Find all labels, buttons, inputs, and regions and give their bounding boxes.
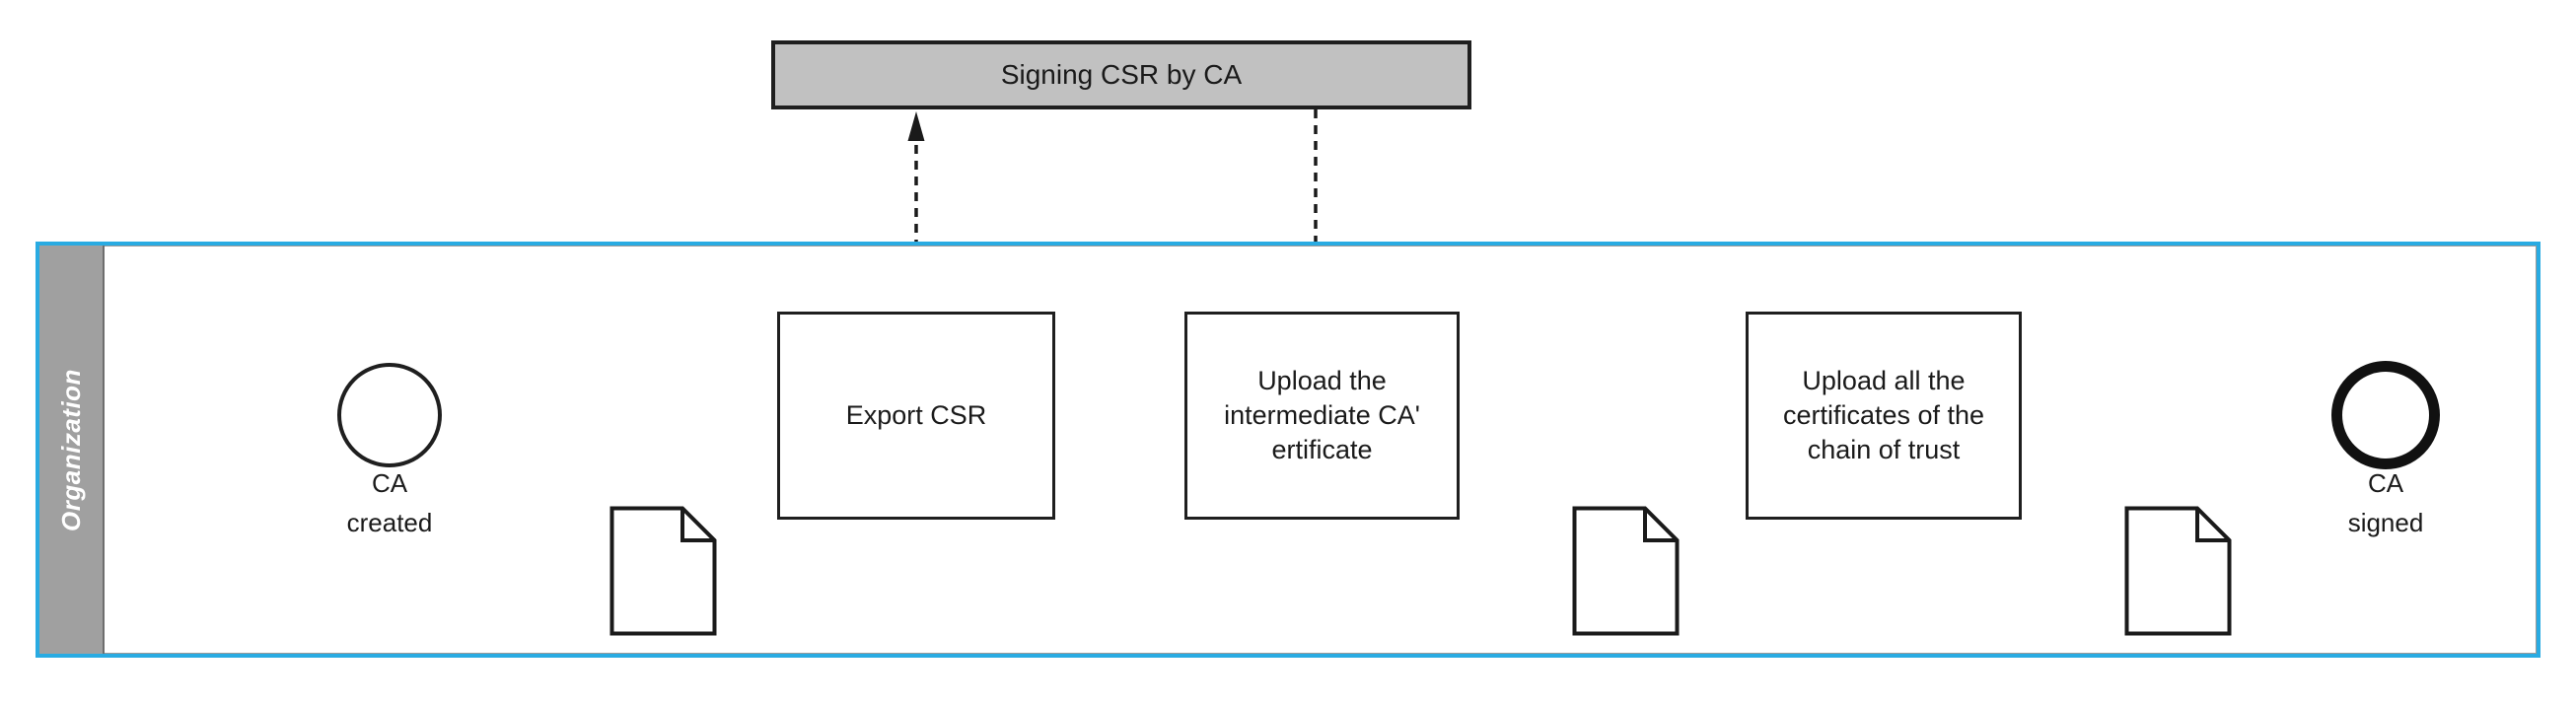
start-event-circle[interactable] — [337, 363, 442, 467]
document-icon[interactable] — [2124, 506, 2232, 636]
document-icon[interactable] — [609, 506, 717, 636]
task-export-csr-label: Export CSR — [845, 400, 987, 430]
task-upload-intermediate[interactable]: Upload the intermediate CA' ertificate — [1184, 312, 1460, 520]
end-event-circle[interactable] — [2331, 361, 2440, 469]
lane-label: Organization — [55, 368, 86, 531]
end-event-label: CA signed — [2347, 468, 2424, 537]
external-task-label: Signing CSR by CA — [1000, 59, 1243, 90]
arrowhead-into-signing — [907, 111, 925, 141]
start-event-label: CA created — [346, 468, 433, 537]
task-upload-chain-label: Upload all the certificates of the chain… — [1782, 366, 1985, 464]
task-upload-intermediate-label: Upload the intermediate CA' ertificate — [1224, 366, 1420, 464]
task-upload-chain[interactable]: Upload all the certificates of the chain… — [1746, 312, 2022, 520]
lane-label-band[interactable]: Organization — [39, 246, 105, 654]
task-export-csr[interactable]: Export CSR — [777, 312, 1055, 520]
document-icon[interactable] — [1572, 506, 1680, 636]
external-task-signing-csr[interactable]: Signing CSR by CA — [771, 40, 1471, 109]
